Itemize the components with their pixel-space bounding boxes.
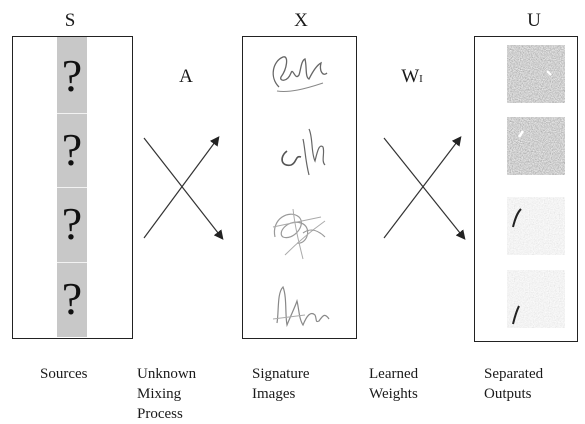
noise-tile-icon xyxy=(507,45,565,103)
label-x: X xyxy=(294,10,308,31)
sources-box: ? ? ? ? xyxy=(12,36,133,339)
caption-outputs: Separated Outputs xyxy=(484,366,544,402)
outputs-box xyxy=(474,36,578,342)
signature-icon xyxy=(281,128,326,176)
weights-crossed-arrows-icon xyxy=(383,136,466,240)
signature-icon xyxy=(272,208,326,260)
caption-weights: Learned Weights xyxy=(369,366,419,402)
caption-sources: Sources xyxy=(40,366,88,382)
label-w: W xyxy=(401,66,420,87)
noise-tile-icon xyxy=(507,197,565,255)
question-mark-icon: ? xyxy=(57,113,87,186)
caption-signatures: Signature Images xyxy=(252,366,310,402)
signature-icon xyxy=(272,56,328,92)
label-a: A xyxy=(179,66,193,87)
signature-icon xyxy=(272,285,330,328)
question-mark-icon: ? xyxy=(61,50,83,101)
question-mark-icon: ? xyxy=(57,187,87,260)
question-mark-icon: ? xyxy=(57,262,87,335)
mixing-crossed-arrows-icon xyxy=(143,136,224,240)
sources-column: ? ? ? ? xyxy=(57,37,87,337)
label-wi: WI xyxy=(382,66,442,88)
noise-tile-icon xyxy=(507,117,565,175)
signatures-box xyxy=(242,36,357,339)
label-u: U xyxy=(527,10,541,31)
caption-mixing: Unknown Mixing Process xyxy=(137,366,197,422)
label-w-subscript: I xyxy=(419,73,423,85)
noise-tile-icon xyxy=(507,270,565,328)
label-s: S xyxy=(64,10,76,31)
